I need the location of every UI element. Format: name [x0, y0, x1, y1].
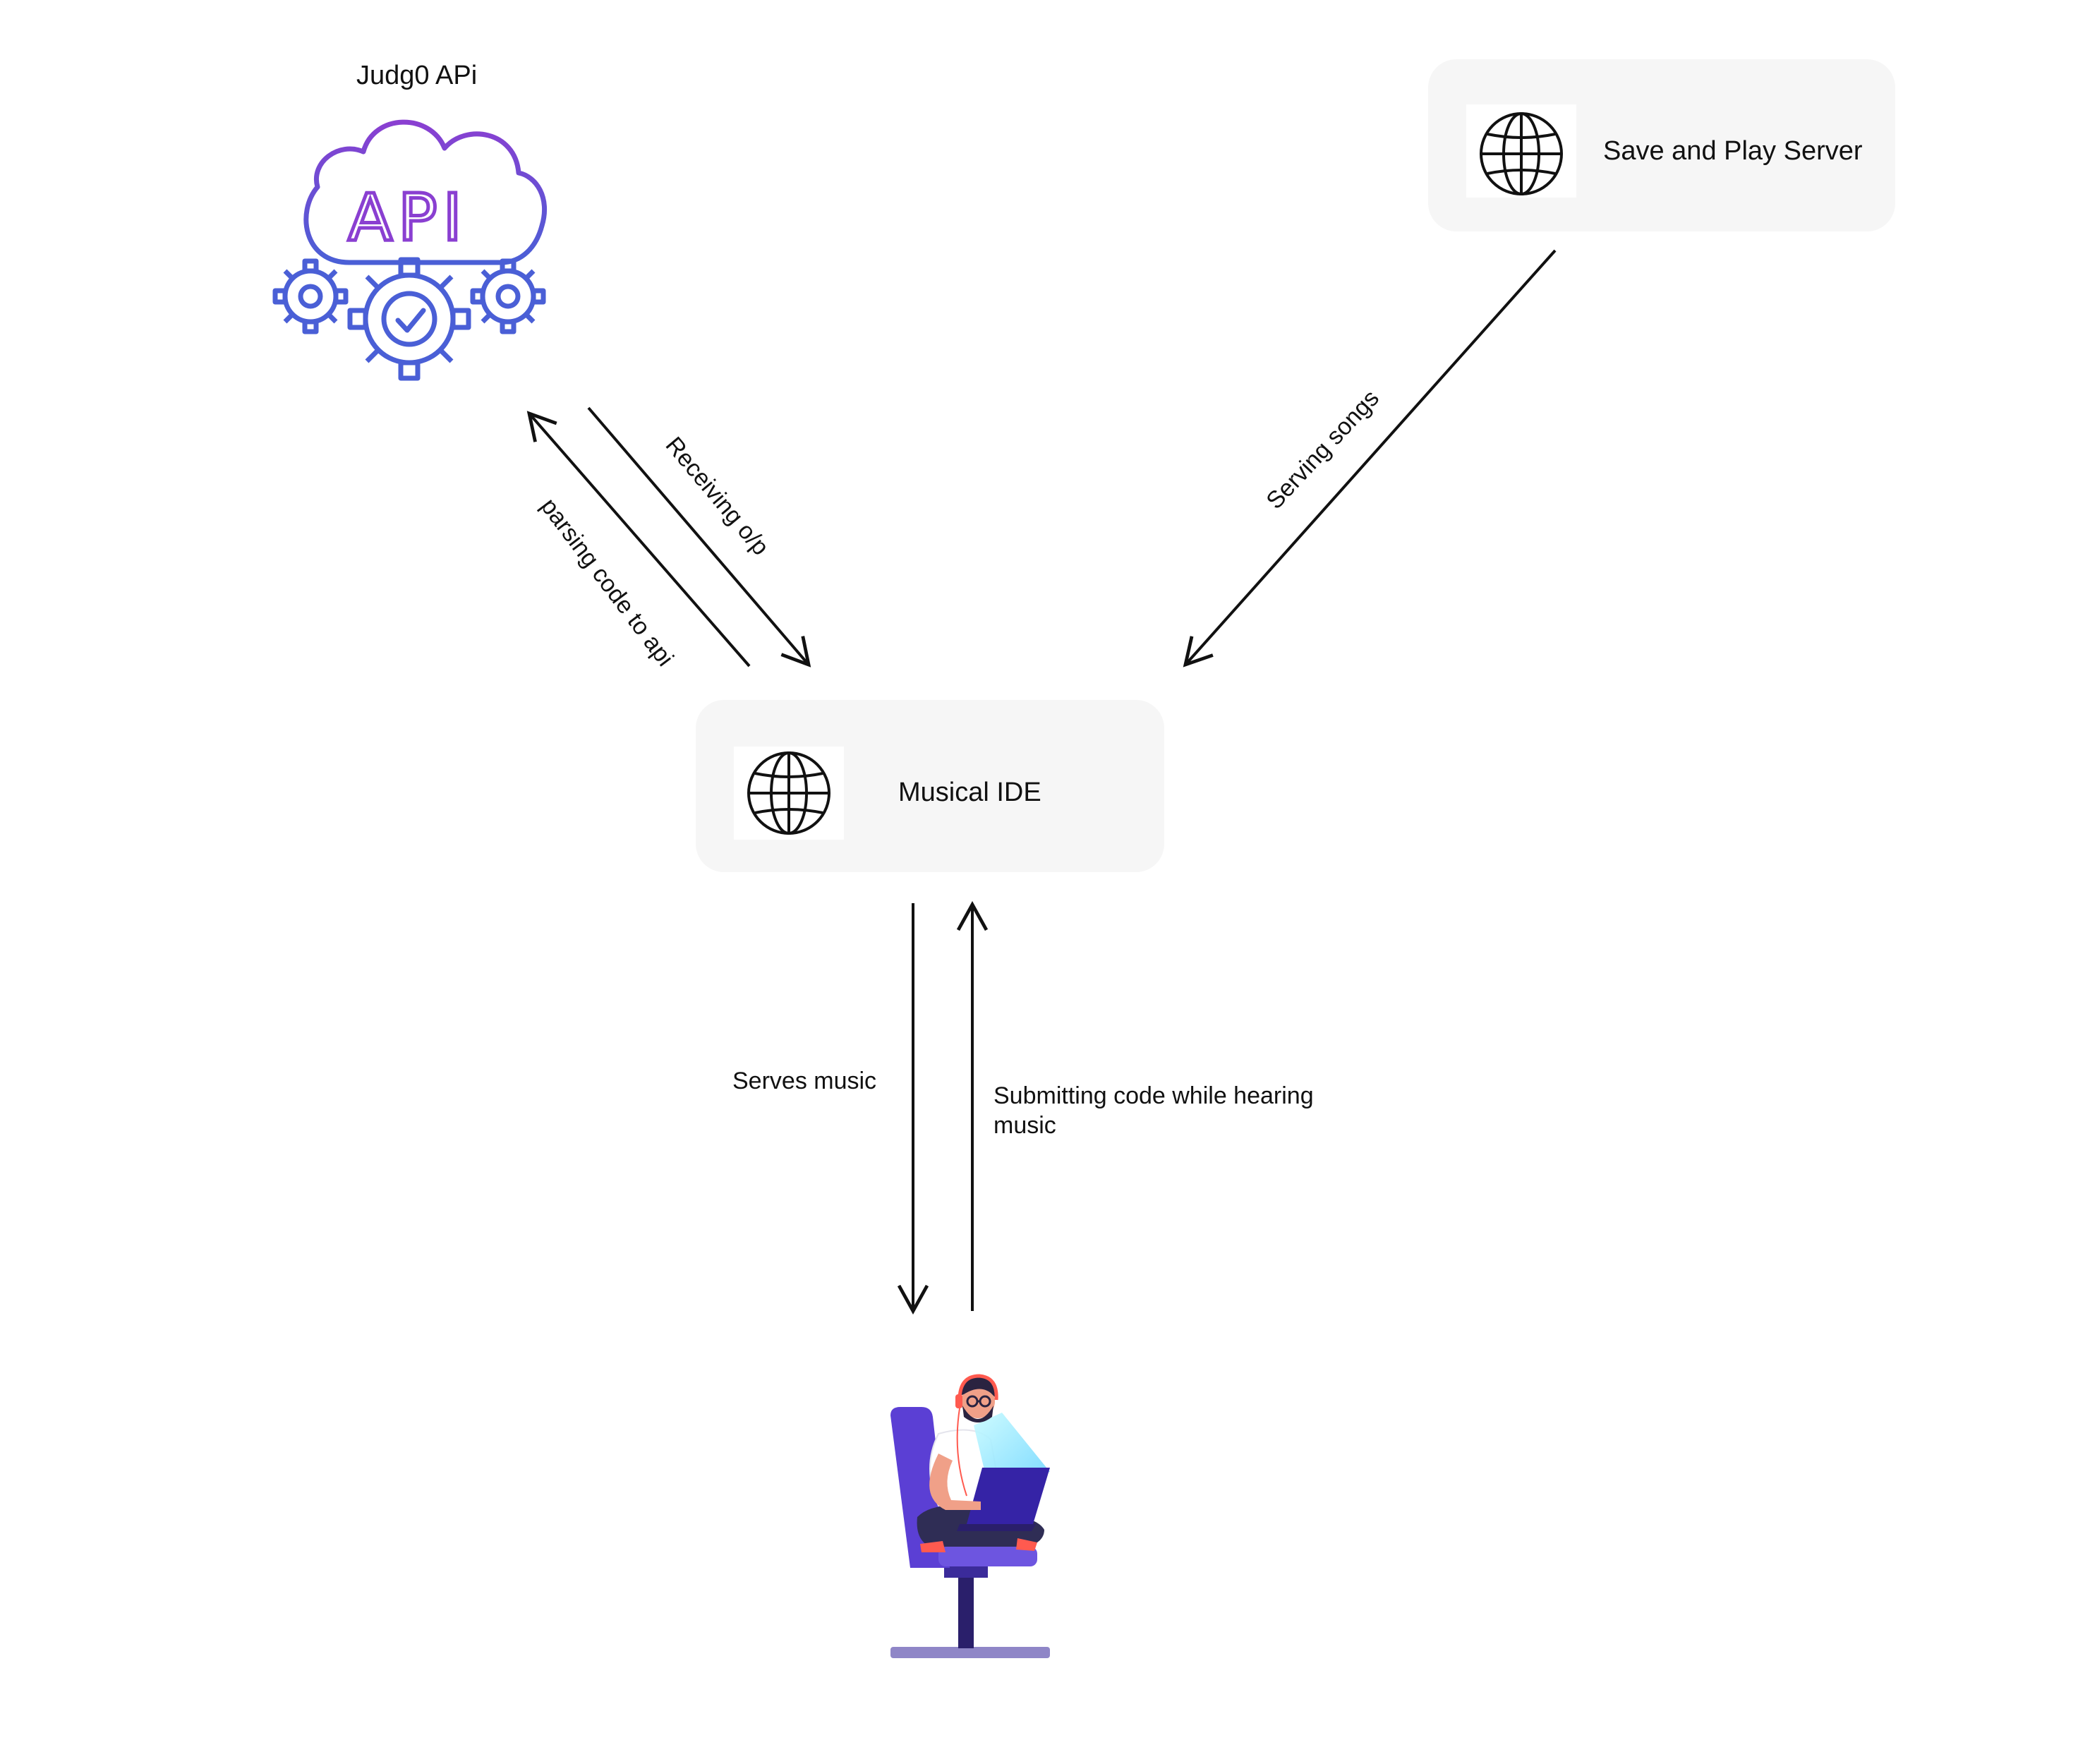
chair-seat [938, 1547, 1037, 1566]
screen-glow [974, 1413, 1050, 1485]
laptop-icon [967, 1468, 1050, 1524]
center-gear-icon [347, 257, 471, 381]
save-play-server-label: Save and Play Server [1603, 136, 1863, 166]
arrow-receiving-output [587, 406, 811, 667]
user-beard [962, 1406, 993, 1422]
headphones-icon [958, 1374, 998, 1401]
api-icon-text: API [348, 180, 468, 255]
musical-ide-globe-tile [734, 747, 844, 840]
chair-base [890, 1647, 1050, 1658]
arrow-serving-songs [1183, 249, 1557, 667]
left-gear-icon [272, 258, 349, 334]
right-gear-icon [470, 258, 546, 334]
cloud-shape [303, 119, 548, 265]
edge-label-serves-music: Serves music [732, 1068, 877, 1094]
globe-icon [1480, 112, 1563, 195]
user-hair [960, 1377, 996, 1397]
arrow-parsing-code [526, 411, 751, 667]
save-play-server-globe-tile [1466, 104, 1576, 198]
judge-api-label: Judg0 APi [356, 61, 478, 90]
edge-label-submitting-code: Submitting code while hearing music [993, 1082, 1314, 1139]
musical-ide-label: Musical IDE [898, 778, 1041, 807]
chair-stem [958, 1569, 974, 1648]
globe-icon [747, 751, 830, 835]
